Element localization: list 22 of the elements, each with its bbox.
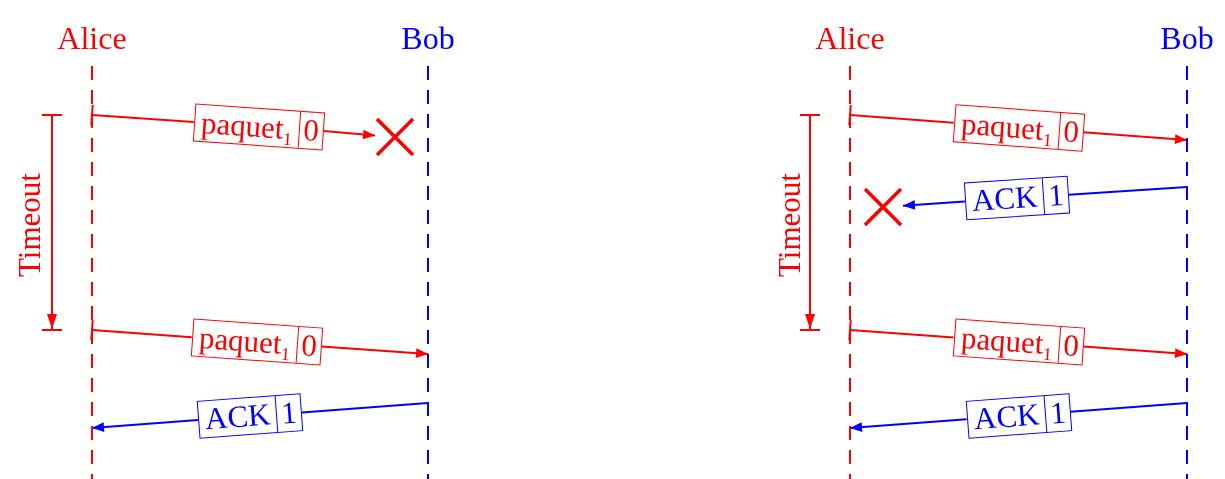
sequence-number: 0 [1056, 112, 1084, 151]
sequence-number: 0 [296, 111, 324, 149]
participant-name: Bob [400, 19, 456, 58]
timeout-label: Timeout [772, 173, 808, 277]
timeout-label: Timeout [12, 173, 48, 277]
participant-name: Alice [814, 19, 886, 58]
participant-name: Bob [1159, 19, 1215, 58]
message-label: ACK [969, 178, 1040, 220]
sequence-number: 1 [274, 394, 303, 433]
message-label: paquet$_{1}$ [196, 319, 292, 363]
message-label: ACK [202, 396, 273, 438]
sequence-number: 1 [1041, 176, 1069, 215]
loss-cross [375, 117, 415, 157]
message-label: ACK [971, 395, 1042, 438]
message-label: paquet$_{1}$ [958, 319, 1054, 363]
sequence-number: 0 [294, 326, 322, 365]
loss-cross [863, 187, 903, 227]
participant-name: Alice [56, 19, 128, 58]
message-label: paquet$_{1}$ [958, 104, 1054, 149]
sequence-number: 1 [1043, 393, 1071, 432]
message-label: paquet$_{1}$ [198, 104, 294, 148]
sequence-number: 0 [1056, 326, 1084, 365]
